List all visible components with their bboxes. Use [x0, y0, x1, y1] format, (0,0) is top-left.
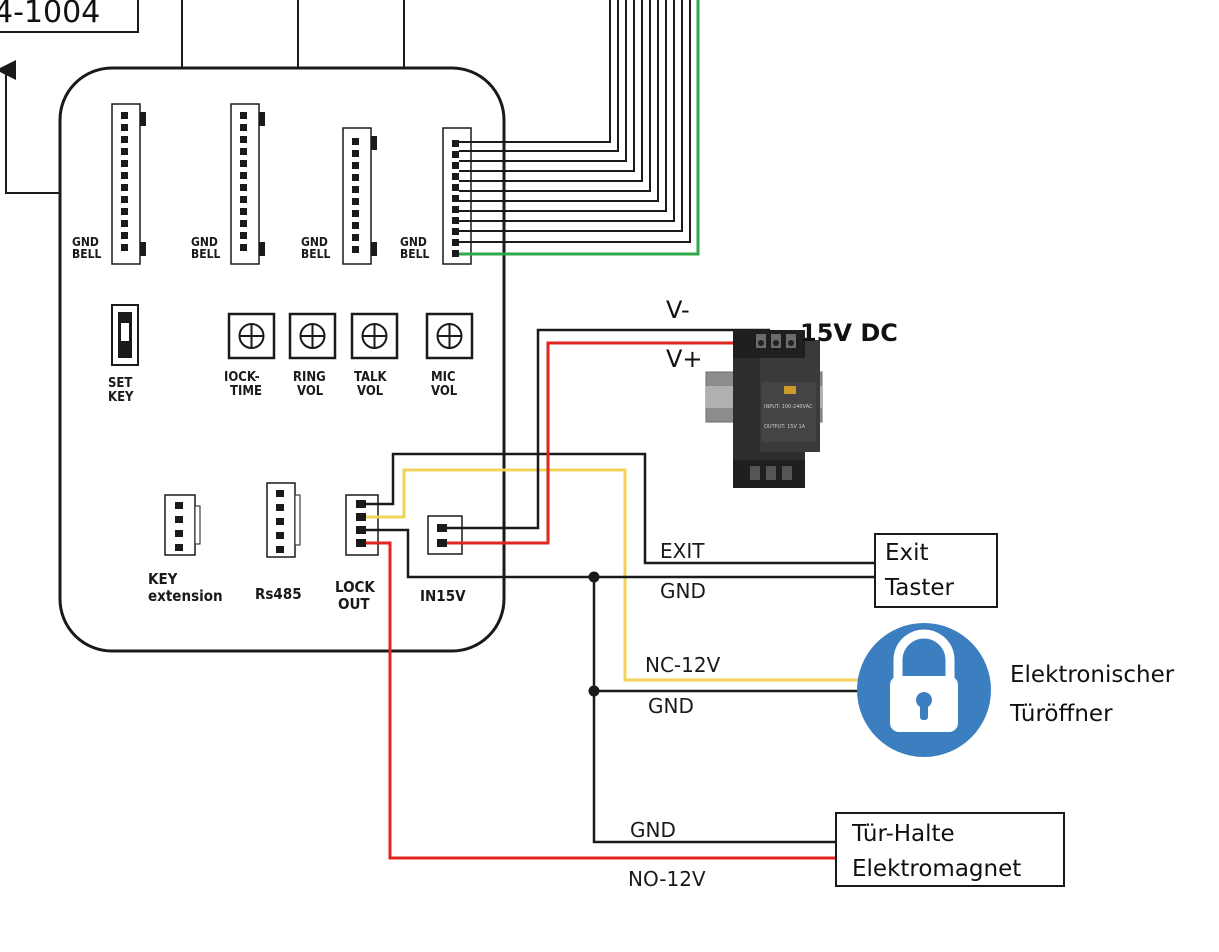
connector-3: [342, 127, 377, 265]
set-key-label-2: KEY: [108, 390, 134, 405]
svg-text:TALK: TALK: [354, 370, 387, 385]
svg-text:BELL: BELL: [400, 247, 429, 261]
svg-text:IOCK-: IOCK-: [224, 370, 260, 385]
svg-text:TIME: TIME: [230, 384, 262, 399]
svg-text:BELL: BELL: [301, 247, 330, 261]
psu-output-text: OUTPUT: 15V 1A: [764, 424, 806, 430]
psu-title: 15V DC: [800, 319, 898, 347]
wire-label-nc-12v: NC-12V: [645, 653, 721, 677]
wire-exit: [366, 452, 875, 565]
set-key-label-1: SET: [108, 376, 132, 391]
junction-2: [588, 685, 600, 697]
door-magnet-label-1: Tür-Halte: [851, 821, 955, 847]
door-opener-lock-icon: [857, 623, 991, 757]
wire-label-exit: EXIT: [660, 539, 705, 563]
svg-text:BELL: BELL: [191, 247, 220, 261]
set-key-switch[interactable]: [111, 304, 139, 366]
svg-text:LOCK: LOCK: [335, 578, 375, 596]
connector-1: [111, 103, 146, 265]
connector-label-4: GND BELL: [400, 235, 429, 261]
svg-text:BELL: BELL: [72, 247, 101, 261]
wire-gnd-bus: [592, 577, 836, 844]
psu-input-text: INPUT: 100-240VAC: [764, 404, 813, 410]
svg-text:VOL: VOL: [431, 384, 458, 399]
svg-text:VOL: VOL: [357, 384, 384, 399]
model-label-box: 4-1004: [0, 0, 139, 33]
svg-text:GND: GND: [191, 235, 218, 249]
exit-button-label-2: Taster: [884, 575, 954, 601]
door-opener-label-2: Türöffner: [1009, 701, 1113, 727]
wire-label-gnd-lock: GND: [648, 694, 694, 718]
svg-text:GND: GND: [72, 235, 99, 249]
exit-button-label-1: Exit: [885, 540, 929, 566]
connector-2: [230, 103, 265, 265]
connector-label-1: GND BELL: [72, 235, 101, 261]
door-opener-label-1: Elektronischer: [1010, 662, 1175, 688]
svg-text:Rs485: Rs485: [255, 585, 302, 603]
v-plus-label: V+: [666, 345, 703, 373]
svg-text:extension: extension: [148, 587, 223, 605]
door-magnet-box: Tür-Halte Elektromagnet: [835, 812, 1065, 887]
v-minus-label: V-: [666, 296, 690, 324]
connector-4: [442, 127, 472, 265]
wire-no-12v: [366, 541, 836, 860]
knob-lock-time[interactable]: [227, 312, 276, 360]
wire-label-no-12v: NO-12V: [628, 867, 706, 891]
model-label: 4-1004: [0, 0, 100, 30]
port-key-extension: [164, 494, 201, 556]
svg-text:VOL: VOL: [297, 384, 324, 399]
port-rs485: [266, 482, 301, 558]
knob-ring-vol[interactable]: [288, 312, 337, 360]
svg-text:GND: GND: [400, 235, 427, 249]
port-labels: KEY extension Rs485 LOCK OUT IN15V: [148, 570, 466, 613]
svg-text:RING: RING: [293, 370, 326, 385]
wire-v-plus: [447, 341, 770, 545]
connector-label-2: GND BELL: [191, 235, 220, 261]
port-lock-out: [345, 494, 379, 556]
wire-bundle: [459, 0, 700, 256]
junction-1: [588, 571, 600, 583]
wire-label-gnd-magnet: GND: [630, 818, 676, 842]
wire-v-minus: [447, 328, 770, 530]
knob-mic-vol[interactable]: [425, 312, 474, 360]
door-magnet-label-2: Elektromagnet: [852, 856, 1021, 882]
svg-text:GND: GND: [301, 235, 328, 249]
power-supply-module: INPUT: 100-240VAC OUTPUT: 15V 1A: [705, 330, 823, 488]
connector-label-3: GND BELL: [301, 235, 330, 261]
knob-labels: IOCK- TIME RING VOL TALK VOL MIC VOL: [224, 370, 458, 399]
exit-button-box: Exit Taster: [874, 533, 998, 608]
svg-text:KEY: KEY: [148, 570, 178, 588]
svg-text:MIC: MIC: [431, 370, 456, 385]
wire-gnd-exit: [366, 528, 875, 579]
knob-talk-vol[interactable]: [350, 312, 399, 360]
wire-nc-12v: [366, 468, 862, 682]
svg-text:IN15V: IN15V: [420, 587, 466, 605]
svg-text:OUT: OUT: [338, 595, 370, 613]
wire-label-gnd-exit: GND: [660, 579, 706, 603]
port-in15v: [427, 515, 463, 555]
